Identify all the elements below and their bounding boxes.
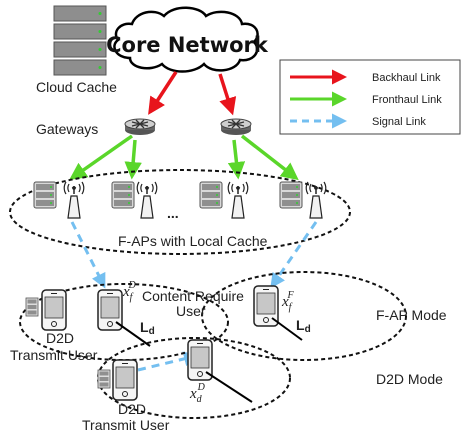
fap-2-server-icon: [111, 181, 135, 209]
fap-4-server-icon: [279, 181, 303, 209]
d2d-transmit-user-bottom-label-1: D2D: [118, 401, 146, 417]
fap-2-antenna-icon: [136, 181, 158, 219]
math-x-d-D-sub: d: [197, 394, 203, 405]
ld-left-main: L: [140, 319, 149, 335]
ld-left-line: [115, 321, 151, 347]
legend-backhaul-label: Backhaul Link: [372, 72, 441, 84]
fronthaul-link-2: [124, 139, 142, 180]
d2d-transmit-user-top-label-2: Transmit User: [10, 347, 98, 363]
signal-link-d2d: [137, 351, 199, 372]
d2d-transmit-user-top-server-icon: [25, 297, 39, 317]
fap-ellipsis: ...: [167, 205, 179, 221]
cloud-cache-label: Cloud Cache: [36, 79, 117, 95]
signal-link-fap-to-user-left: [70, 221, 106, 289]
math-x-f-F: xfF: [281, 290, 294, 313]
math-x-d-D-base: x: [189, 386, 197, 402]
ld-bottom-line: [205, 371, 253, 403]
fap-mode-ellipse: [201, 271, 407, 361]
signal-link-fap-to-user-right: [270, 221, 318, 289]
core-network-label: Core Network: [106, 33, 269, 57]
math-x-f-D-sub: f: [130, 292, 134, 303]
legend-signal-label: Signal Link: [372, 116, 426, 128]
ld-left-label: Ld: [140, 319, 155, 337]
math-x-f-D-base: x: [122, 284, 130, 300]
ld-left-sub: d: [149, 326, 155, 337]
fronthaul-link-3: [227, 139, 246, 180]
legend-fronthaul-label: Fronthaul Link: [372, 94, 442, 106]
math-x-f-F-base: x: [281, 294, 289, 310]
content-require-user-label-2: User: [176, 303, 206, 319]
d2d-transmit-user-bottom-server-icon: [97, 369, 111, 389]
d2d-transmit-user-bottom-label-2: Transmit User: [82, 417, 170, 433]
gateway-router-right-icon: [220, 118, 252, 136]
d2d-transmit-user-bottom-phone-icon: [112, 359, 138, 401]
d2d-mode-ellipse: [97, 337, 291, 419]
core-network-cloud-icon: [113, 6, 259, 73]
math-x-d-D-sup: D: [197, 382, 206, 393]
cloud-cache-server-icon: [53, 5, 107, 76]
content-require-user-label-1: Content Require: [142, 288, 244, 304]
ld-right-sub: d: [305, 324, 311, 335]
fap-1-antenna-icon: [63, 181, 85, 219]
gateways-label: Gateways: [36, 121, 98, 137]
faps-caption: F-APs with Local Cache: [118, 233, 268, 249]
d2d-transmit-user-top-label-1: D2D: [46, 330, 74, 346]
legend: Backhaul Link Fronthaul Link Signal Link: [279, 59, 461, 135]
d2d-mode-label: D2D Mode: [376, 371, 443, 387]
d2d-transmit-user-top-phone-icon: [41, 289, 67, 331]
d2d-cluster-top-ellipse: [19, 283, 229, 361]
math-x-f-F-sup: F: [286, 290, 294, 301]
fap-cluster-ellipse: [9, 169, 351, 255]
math-x-f-D-sup: D: [127, 280, 136, 291]
math-x-d-D: xdD: [189, 382, 206, 405]
fap-3-antenna-icon: [227, 181, 249, 219]
math-x-f-D: xfD: [122, 280, 136, 303]
fronthaul-link-1: [69, 134, 134, 181]
ld-right-line: [271, 317, 303, 341]
gateway-router-left-icon: [124, 118, 156, 136]
fap-mode-label: F-AP Mode: [376, 307, 447, 323]
ld-right-label: Ld: [296, 317, 311, 335]
backhaul-link-left: [148, 71, 178, 115]
fronthaul-link-4: [240, 134, 299, 181]
ld-right-main: L: [296, 317, 305, 333]
fap-4-antenna-icon: [305, 181, 327, 219]
fap-1-server-icon: [33, 181, 57, 209]
fap-3-server-icon: [199, 181, 223, 209]
math-x-f-F-sub: f: [289, 302, 293, 313]
backhaul-link-right: [218, 73, 237, 116]
